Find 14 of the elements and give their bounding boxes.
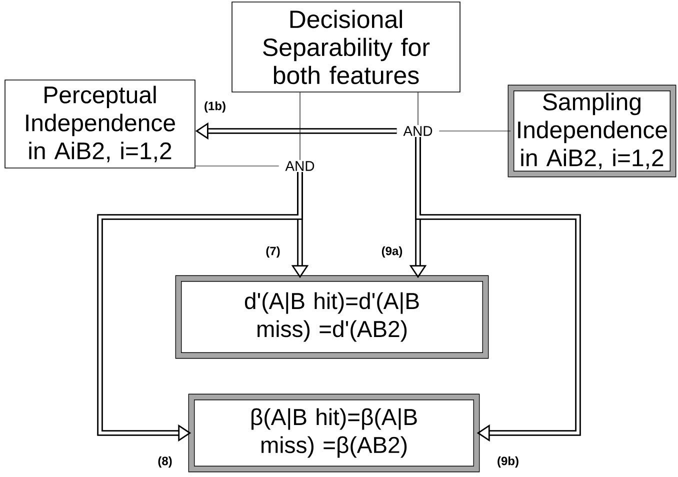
edge-label: (8)	[156, 455, 174, 469]
edge-label: (1b)	[203, 100, 227, 114]
and-label: AND	[397, 125, 439, 137]
text-box: Perceptual Independence in AiB2, i=1,2	[4, 80, 196, 168]
shaded-box: d'(A|B hit)=d'(A|B miss) =d'(AB2)	[175, 275, 489, 359]
connector-line	[438, 130, 511, 132]
edge-label: (9b)	[496, 455, 520, 469]
text-box: Decisional Separability for both features	[232, 2, 460, 92]
edge-label: (7)	[264, 245, 282, 259]
and-label: AND	[279, 160, 321, 172]
edge-label: (9a)	[380, 245, 404, 259]
shaded-box: β(A|B hit)=β(A|B miss) =β(AB2)	[188, 394, 480, 472]
hollow-arrow	[415, 137, 581, 442]
shaded-box: Sampling Independence in AiB2, i=1,2	[508, 84, 676, 178]
